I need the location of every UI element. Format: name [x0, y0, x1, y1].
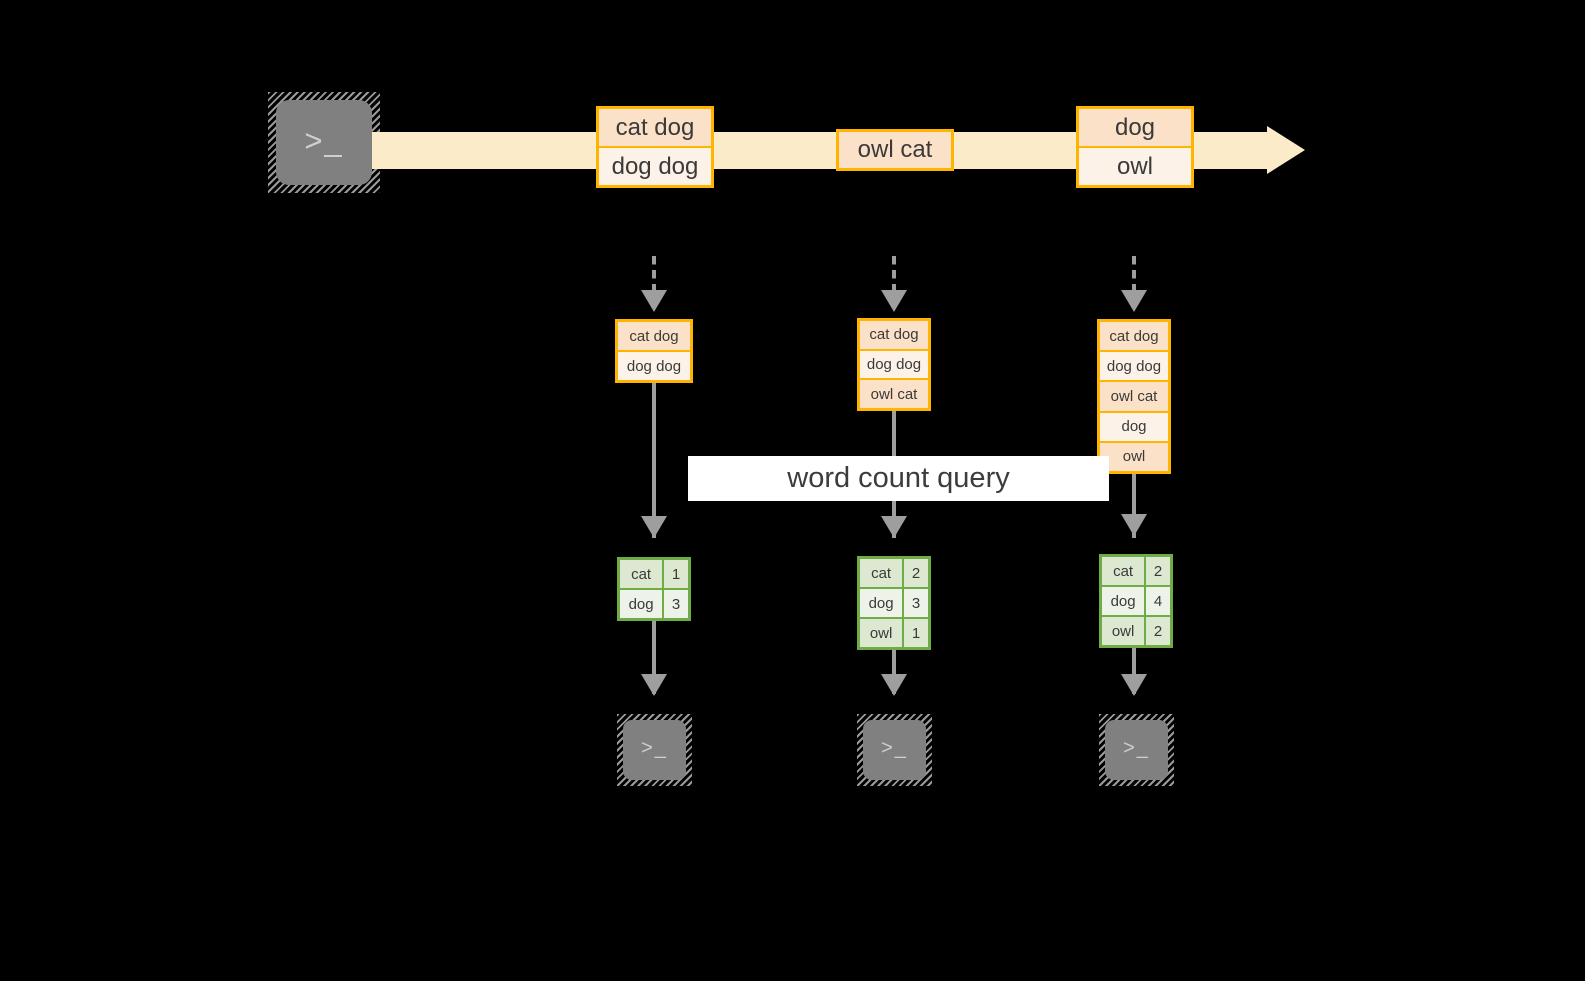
snapshot-1-sink-terminal-icon: >_: [617, 714, 692, 786]
result-count: 4: [1144, 587, 1170, 615]
stream-group-1: cat dog dog dog: [596, 106, 714, 188]
terminal-prompt-text: >_: [304, 122, 344, 158]
result-word: cat: [860, 559, 903, 587]
result-row: cat 1: [620, 560, 688, 588]
terminal-prompt-text: >_: [1123, 736, 1150, 759]
snapshot-trigger-connector-2: [892, 256, 896, 292]
stream-record: dog: [1079, 109, 1191, 146]
snapshot-3-sink-connector: [1132, 648, 1136, 694]
stream-group-3: dog owl: [1076, 106, 1194, 188]
snapshot-trigger-arrowhead-2: [881, 290, 907, 312]
result-row: dog 4: [1102, 585, 1170, 615]
snapshot-trigger-arrowhead-1: [641, 290, 667, 312]
input-line: owl cat: [1100, 380, 1168, 411]
input-line: owl cat: [860, 378, 928, 408]
input-line: dog: [1100, 410, 1168, 441]
snapshot-3-input-table: cat dog dog dog owl cat dog owl: [1097, 319, 1171, 474]
snapshot-1-sink-connector: [652, 621, 656, 694]
stream-record: owl: [1079, 146, 1191, 185]
terminal-prompt-glyph: >_: [617, 714, 692, 786]
input-line: cat dog: [1100, 322, 1168, 351]
result-word: owl: [1102, 617, 1145, 645]
result-count: 3: [902, 589, 928, 617]
snapshot-1-query-connector: [652, 383, 656, 538]
input-line: cat dog: [860, 321, 928, 349]
result-row: dog 3: [860, 587, 928, 617]
result-word: owl: [860, 619, 903, 647]
input-line: dog dog: [860, 348, 928, 379]
result-row: cat 2: [1102, 557, 1170, 585]
snapshot-3-query-arrowhead: [1121, 514, 1147, 536]
snapshot-1-sink-arrowhead: [641, 674, 667, 696]
input-line: dog dog: [618, 350, 690, 380]
snapshot-2-query-arrowhead: [881, 516, 907, 538]
stream-record: dog dog: [599, 146, 711, 185]
terminal-prompt-text: >_: [641, 736, 668, 759]
stream-arrow-head: [1267, 126, 1305, 174]
result-count: 1: [902, 619, 928, 647]
terminal-prompt-glyph: >_: [268, 92, 380, 193]
result-count: 2: [902, 559, 928, 587]
terminal-body: [863, 720, 926, 780]
input-line: cat dog: [618, 322, 690, 350]
snapshot-trigger-connector-3: [1132, 256, 1136, 292]
snapshot-2-sink-terminal-icon: >_: [857, 714, 932, 786]
result-word: cat: [1102, 557, 1145, 585]
query-label-band: word count query: [688, 456, 1109, 501]
result-row: owl 2: [1102, 615, 1170, 645]
result-count: 1: [662, 560, 688, 588]
result-count: 3: [662, 590, 688, 618]
result-count: 2: [1144, 617, 1170, 645]
result-row: cat 2: [860, 559, 928, 587]
result-row: owl 1: [860, 617, 928, 647]
snapshot-2-sink-connector: [892, 650, 896, 694]
result-word: dog: [1102, 587, 1145, 615]
snapshot-2-sink-arrowhead: [881, 674, 907, 696]
snapshot-trigger-arrowhead-3: [1121, 290, 1147, 312]
snapshot-1-query-arrowhead: [641, 516, 667, 538]
input-line: dog dog: [1100, 350, 1168, 381]
result-word: cat: [620, 560, 663, 588]
snapshot-3-query-connector: [1132, 474, 1136, 538]
result-row: dog 3: [620, 588, 688, 618]
stream-group-2: owl cat: [836, 129, 954, 171]
stream-record: cat dog: [599, 109, 711, 146]
snapshot-3-sink-terminal-icon: >_: [1099, 714, 1174, 786]
snapshot-2-input-table: cat dog dog dog owl cat: [857, 318, 931, 411]
result-word: dog: [860, 589, 903, 617]
stream-record: owl cat: [839, 132, 951, 168]
snapshot-2-result-table: cat 2 dog 3 owl 1: [857, 556, 931, 650]
result-count: 2: [1144, 557, 1170, 585]
terminal-body: [623, 720, 686, 780]
snapshot-1-result-table: cat 1 dog 3: [617, 557, 691, 621]
terminal-prompt-glyph: >_: [1099, 714, 1174, 786]
terminal-body: [1105, 720, 1168, 780]
terminal-body: [276, 100, 372, 185]
result-word: dog: [620, 590, 663, 618]
snapshot-3-sink-arrowhead: [1121, 674, 1147, 696]
snapshot-1-input-table: cat dog dog dog: [615, 319, 693, 383]
terminal-prompt-text: >_: [881, 736, 908, 759]
query-label-text: word count query: [787, 462, 1010, 494]
snapshot-trigger-connector-1: [652, 256, 656, 292]
source-terminal-icon: >_: [268, 92, 380, 193]
input-line: owl: [1100, 440, 1168, 471]
snapshot-3-result-table: cat 2 dog 4 owl 2: [1099, 554, 1173, 648]
terminal-prompt-glyph: >_: [857, 714, 932, 786]
